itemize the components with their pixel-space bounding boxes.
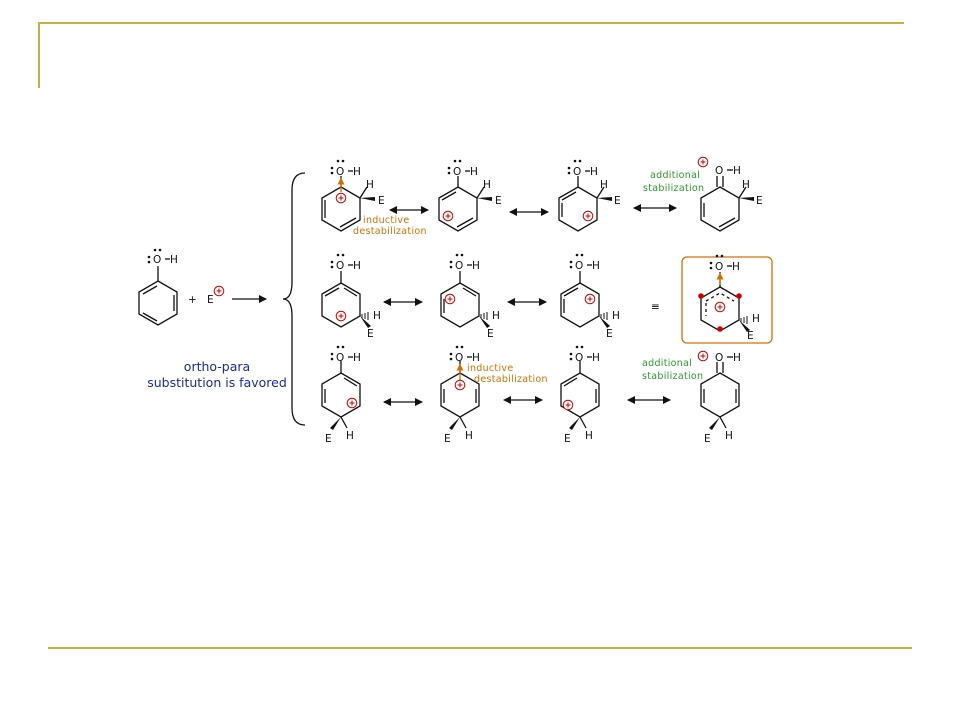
resonance-hybrid-box (681, 256, 773, 344)
h-atom: H (585, 430, 593, 442)
conclusion-line-1: ortho-para (184, 359, 250, 374)
e-atom: E (495, 195, 502, 207)
charge-icon (444, 293, 456, 305)
h-atom: H (470, 166, 478, 178)
destabilization-note: destabilization (353, 226, 427, 237)
o-atom: O (455, 352, 463, 364)
stabilization-note: stabilization (643, 183, 704, 194)
charge-icon (697, 156, 709, 168)
h-atom: H (373, 310, 381, 322)
inductive-note: inductive (363, 215, 409, 226)
h-atom: H (600, 179, 608, 191)
o-atom: O (715, 165, 723, 177)
o-atom: O (715, 261, 723, 273)
meta-structure-3 (560, 264, 600, 328)
h-atom: H (353, 260, 361, 272)
charge-icon (584, 293, 596, 305)
electrophile-e: E (207, 294, 214, 306)
o-atom: O (336, 166, 344, 178)
conclusion-line-2: substitution is favored (147, 375, 287, 390)
e-atom: E (325, 433, 332, 445)
meta-structure-1 (321, 264, 361, 328)
h-atom: H (483, 179, 491, 191)
h-atom: H (733, 165, 741, 177)
partial-charge-dots (698, 293, 742, 332)
h-atom: H (592, 352, 600, 364)
bottom-rule (48, 647, 912, 649)
h-atom: H (366, 179, 374, 191)
o-atom: O (336, 260, 344, 272)
para-structure-4 (700, 356, 740, 429)
charge-icon (335, 192, 347, 204)
charge-icon (442, 210, 454, 222)
h-atom: H (733, 352, 741, 364)
o-atom: O (336, 352, 344, 364)
stabilization-note: stabilization (642, 371, 703, 382)
h-atom: H (492, 310, 500, 322)
meta-structure-2 (440, 264, 480, 328)
top-left-rule-vertical (38, 22, 40, 88)
electrophile-charge-icon (213, 285, 225, 297)
top-rule (38, 22, 904, 24)
o-atom: O (575, 352, 583, 364)
h-atom: H (725, 430, 733, 442)
phenol (138, 258, 178, 326)
h-atom: H (346, 430, 354, 442)
resonance-hybrid (700, 265, 740, 332)
destabilization-note: destabilization (474, 374, 548, 385)
e-atom: E (378, 195, 385, 207)
charge-icon (346, 397, 358, 409)
h-atom: H (732, 261, 740, 273)
charge-icon (454, 379, 466, 391)
additional-note: additional (642, 358, 692, 369)
inductive-note: inductive (467, 363, 513, 374)
o-atom: O (573, 166, 581, 178)
h-atom: H (170, 254, 178, 266)
charge-icon (582, 210, 594, 222)
e-atom: E (606, 328, 613, 340)
e-atom: E (747, 330, 754, 342)
phenol-oh: O H (147, 248, 178, 266)
e-atom: E (756, 195, 763, 207)
additional-note: additional (650, 170, 700, 181)
equivalence-sign: ≡ (651, 301, 660, 313)
ortho-structure-3 (558, 170, 605, 232)
h-atom: H (590, 166, 598, 178)
e-atom: E (444, 433, 451, 445)
h-atom: H (353, 352, 361, 364)
h-atom: H (472, 352, 480, 364)
para-structure-3 (560, 356, 600, 429)
h-atom: H (353, 166, 361, 178)
o-atom: O (715, 352, 723, 364)
o-atom: O (575, 260, 583, 272)
e-atom: E (704, 433, 711, 445)
charge-icon (714, 301, 726, 313)
curly-brace-icon (282, 172, 306, 426)
ortho-structure-2 (438, 170, 485, 232)
wedge-bond (360, 197, 375, 201)
h-atom: H (592, 260, 600, 272)
charge-icon (335, 310, 347, 322)
para-structure-1 (321, 356, 361, 429)
o-atom: O (453, 166, 461, 178)
h-atom: H (612, 310, 620, 322)
charge-icon (562, 399, 574, 411)
e-atom: E (564, 433, 571, 445)
ortho-structure-4 (700, 169, 747, 232)
h-atom: H (465, 430, 473, 442)
h-atom: H (752, 313, 760, 325)
plus-sign: + (188, 294, 197, 306)
e-atom: E (614, 195, 621, 207)
e-atom: E (367, 328, 374, 340)
h-atom: H (742, 179, 750, 191)
e-atom: E (487, 328, 494, 340)
charge-icon (697, 350, 709, 362)
o-atom: O (455, 260, 463, 272)
o-atom: O (153, 254, 161, 266)
h-atom: H (472, 260, 480, 272)
